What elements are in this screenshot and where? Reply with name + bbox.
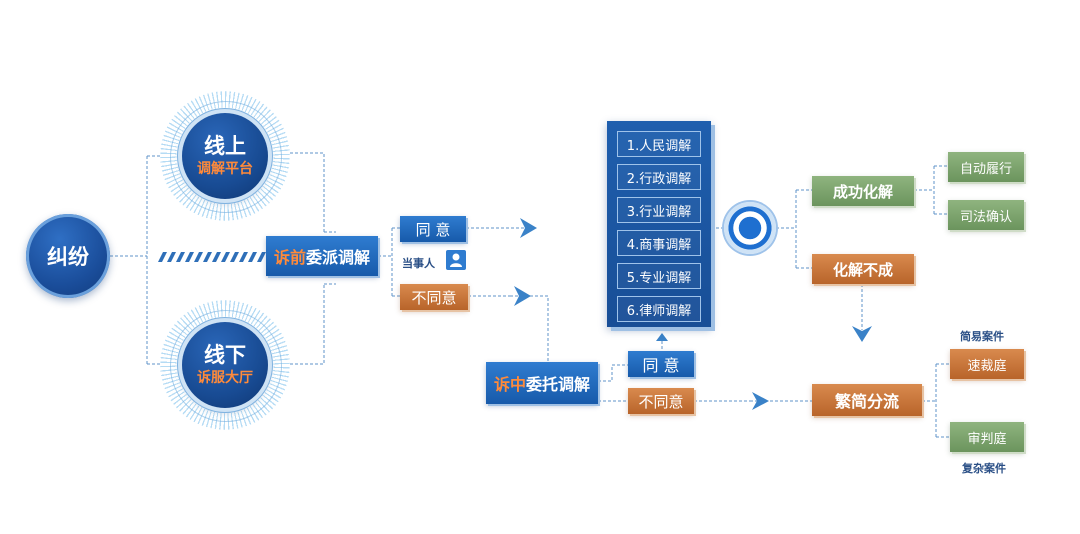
agree-2-node: 同 意 (628, 351, 694, 377)
in-litigation-label: 委托调解 (526, 375, 591, 394)
agree-node: 同 意 (400, 216, 466, 242)
mediation-type-item: 4.商事调解 (617, 230, 701, 256)
failure-node: 化解不成 (812, 254, 914, 284)
mediation-type-item: 3.行业调解 (617, 197, 701, 223)
pre-litigation-mediation-node: 诉前委派调解 (266, 236, 378, 276)
success-label: 成功化解 (832, 182, 893, 201)
disagree-node: 不同意 (400, 284, 468, 310)
simple-cases-label: 简易案件 (960, 330, 1004, 343)
mediation-types-panel: 1.人民调解 2.行政调解 3.行业调解 4.商事调解 5.专业调解 6.律师调… (607, 121, 711, 327)
judicial-confirm-node: 司法确认 (948, 200, 1024, 230)
judicial-confirm-label: 司法确认 (959, 209, 1012, 225)
mediation-type-item: 6.律师调解 (617, 296, 701, 322)
quick-court-label: 速裁庭 (967, 358, 1007, 374)
mediation-type-item: 2.行政调解 (617, 164, 701, 190)
offline-hall-node: 线下 诉服大厅 (182, 322, 268, 408)
success-node: 成功化解 (812, 176, 914, 206)
party-label: 当事人 (402, 257, 435, 270)
target-icon (724, 202, 776, 254)
online-platform-node: 线上 调解平台 (182, 113, 268, 199)
online-platform-title: 线上 (204, 134, 246, 158)
in-litigation-prefix: 诉中 (493, 375, 526, 394)
mediation-type-item: 5.专业调解 (617, 263, 701, 289)
disagree-label: 不同意 (411, 288, 457, 307)
trial-court-label: 审判庭 (967, 431, 1007, 447)
agree-2-label: 同 意 (642, 356, 680, 375)
agree-label: 同 意 (415, 220, 451, 239)
offline-hall-subtitle: 诉服大厅 (197, 370, 253, 386)
triage-label: 繁简分流 (834, 392, 899, 411)
pre-litigation-label: 委派调解 (306, 248, 371, 267)
auto-fulfill-node: 自动履行 (948, 152, 1024, 182)
disagree-2-node: 不同意 (628, 388, 694, 414)
online-platform-subtitle: 调解平台 (197, 161, 253, 177)
auto-fulfill-label: 自动履行 (959, 161, 1012, 177)
mediation-type-item: 1.人民调解 (617, 131, 701, 157)
complex-cases-label: 复杂案件 (962, 462, 1006, 475)
disagree-2-label: 不同意 (638, 392, 684, 411)
dispute-node: 纠纷 (26, 214, 110, 298)
pre-litigation-prefix: 诉前 (273, 248, 306, 267)
quick-court-node: 速裁庭 (950, 349, 1024, 379)
offline-hall-title: 线下 (204, 343, 246, 367)
failure-label: 化解不成 (832, 260, 893, 279)
trial-court-node: 审判庭 (950, 422, 1024, 452)
in-litigation-mediation-node: 诉中委托调解 (486, 362, 598, 404)
person-icon (446, 250, 466, 270)
dispute-label: 纠纷 (47, 245, 89, 269)
offline-halo-ring (170, 310, 282, 422)
online-halo-ring (170, 101, 282, 213)
triage-node: 繁简分流 (812, 384, 922, 416)
